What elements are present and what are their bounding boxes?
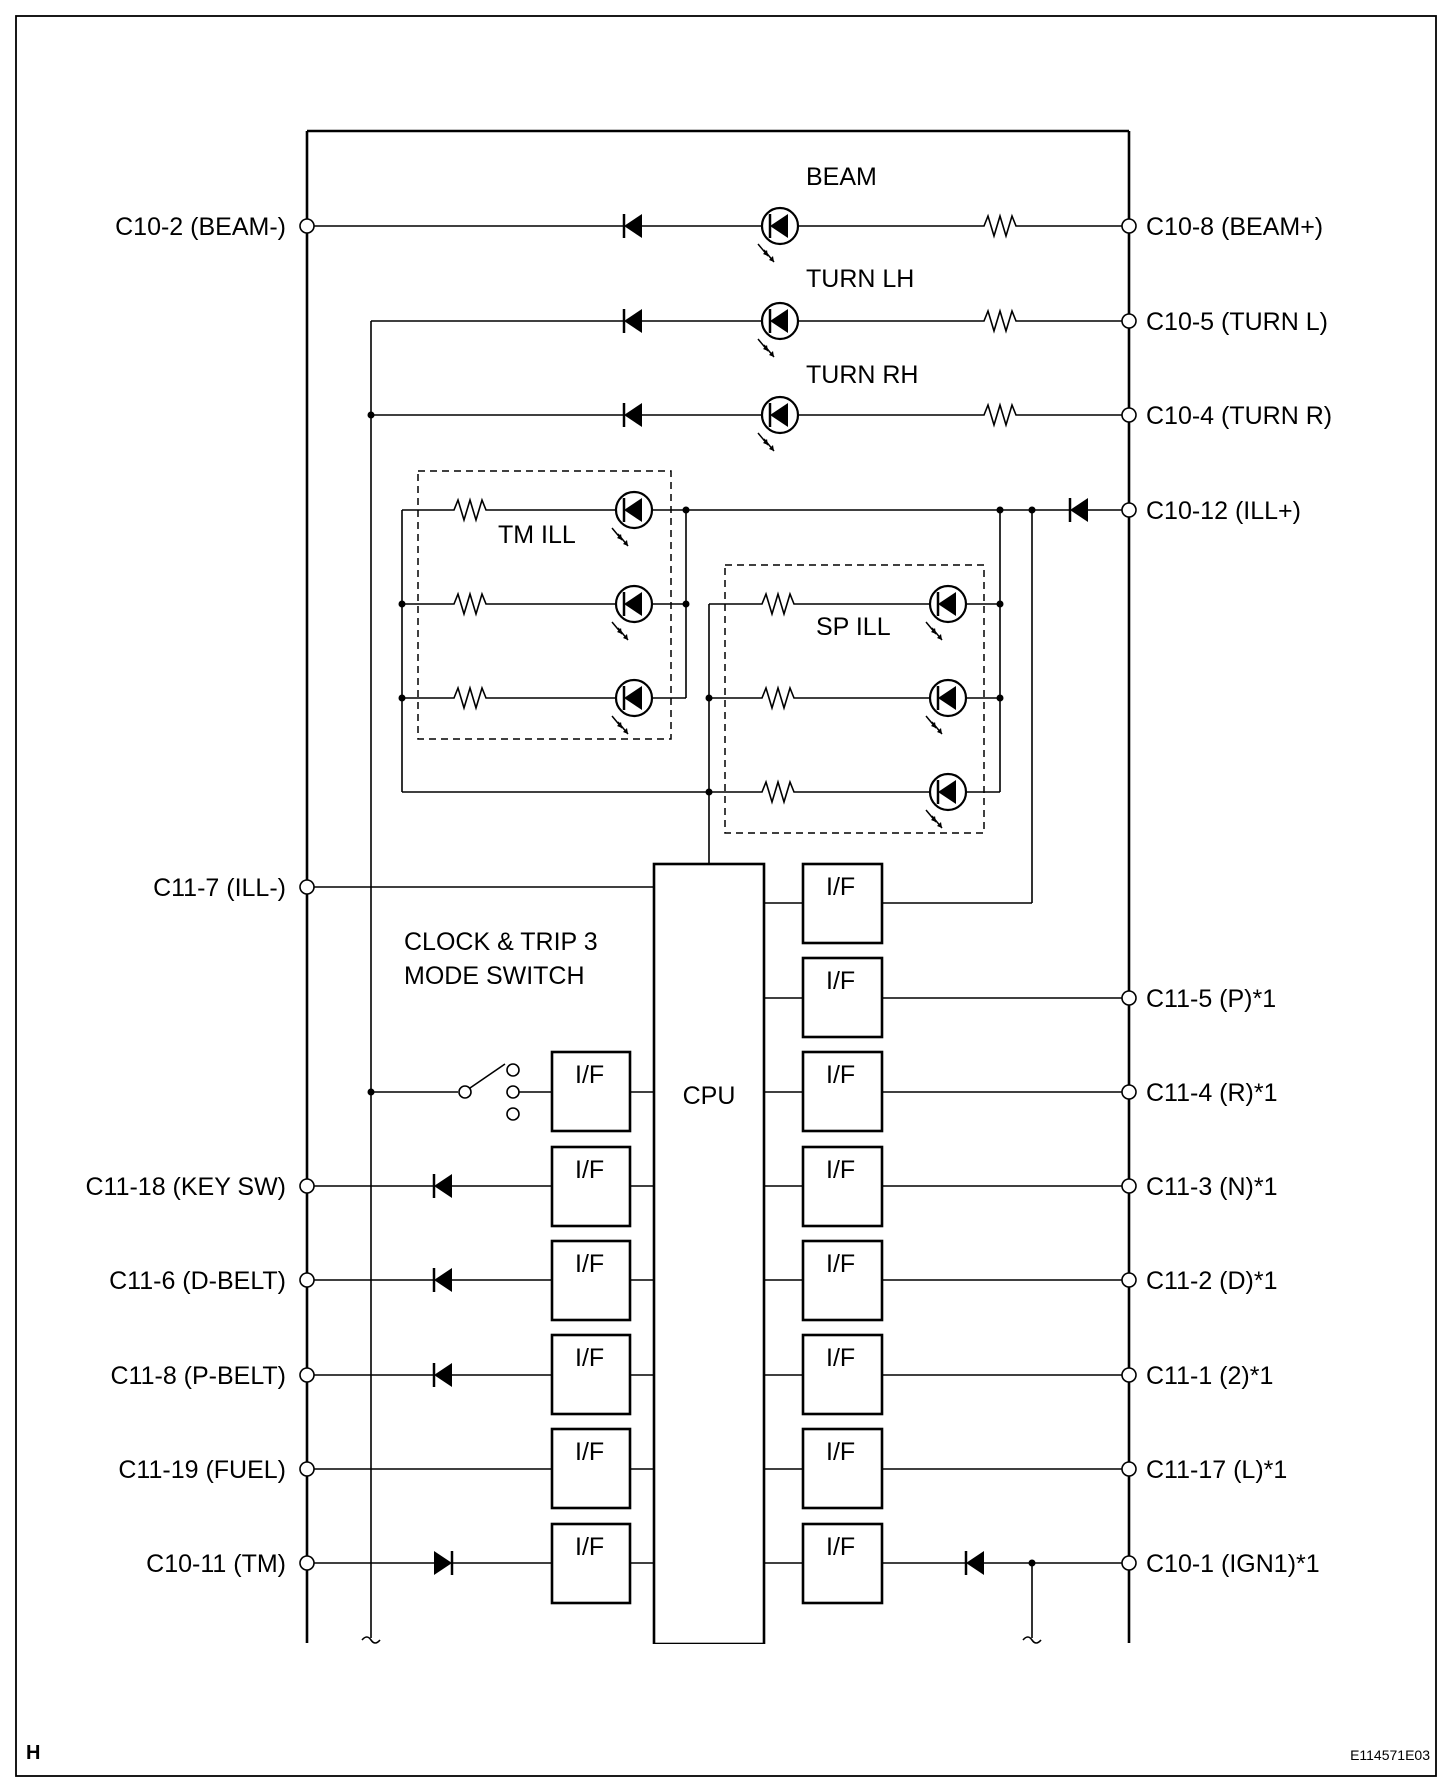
- interface-label: I/F: [575, 1344, 604, 1372]
- interface-block: [801, 1145, 884, 1228]
- break-mark-right: [1022, 1636, 1042, 1644]
- interface-label: I/F: [826, 967, 855, 995]
- terminal-label-d-belt: C11-6 (D-BELT): [109, 1267, 286, 1295]
- terminal-label-ill-neg: C11-7 (ILL-): [153, 874, 286, 902]
- figure-code: E114571E03: [1350, 1747, 1430, 1763]
- terminal-label-turn-l: C10-5 (TURN L): [1146, 308, 1328, 336]
- interface-block: [550, 1333, 632, 1416]
- interface-label: I/F: [575, 1250, 604, 1278]
- interface-label: I/F: [575, 1061, 604, 1089]
- interface-block: [550, 1427, 632, 1510]
- beam-label: BEAM: [806, 163, 877, 191]
- interface-label: I/F: [826, 1156, 855, 1184]
- terminal-label-beam-neg: C10-2 (BEAM-): [115, 213, 286, 241]
- turn-lh-indicator-circuit: [371, 301, 1129, 359]
- interface-block: [801, 1333, 884, 1416]
- terminal-label-p-belt: C11-8 (P-BELT): [110, 1362, 286, 1390]
- cpu-block: [652, 862, 766, 1646]
- switch-label-line2: MODE SWITCH: [404, 962, 585, 990]
- terminal-markers: [299, 218, 1137, 1571]
- interface-label: I/F: [826, 1061, 855, 1089]
- interface-block: [801, 862, 884, 945]
- beam-resistor-icon: [977, 215, 1023, 237]
- turn-rh-indicator-circuit: [367, 395, 1129, 453]
- sp-ill-label: SP ILL: [816, 613, 891, 641]
- beam-lamp-icon: [756, 206, 800, 264]
- interface-block: [550, 1239, 632, 1322]
- terminal-label-l: C11-17 (L)*1: [1146, 1456, 1287, 1484]
- interface-block: [801, 1050, 884, 1133]
- terminal-label-ill-pos: C10-12 (ILL+): [1146, 497, 1301, 525]
- tm-ill-lamp-3-icon: [610, 678, 654, 736]
- terminal-label-ign1: C10-1 (IGN1)*1: [1146, 1550, 1320, 1578]
- interface-label: I/F: [826, 873, 855, 901]
- interface-label: I/F: [826, 1438, 855, 1466]
- terminal-label-n: C11-3 (N)*1: [1146, 1173, 1278, 1201]
- sp-ill-lamp-3-icon: [924, 772, 968, 830]
- interface-block: [550, 1050, 632, 1133]
- interface-block: [801, 1239, 884, 1322]
- terminal-label-tm: C10-11 (TM): [146, 1550, 286, 1578]
- turn-lh-label: TURN LH: [806, 265, 914, 293]
- outer-frame: [15, 15, 1437, 1777]
- interface-block: [801, 1427, 884, 1510]
- terminal-label-r: C11-4 (R)*1: [1146, 1079, 1278, 1107]
- interface-label: I/F: [826, 1344, 855, 1372]
- break-mark-left: [361, 1636, 381, 1644]
- corner-letter: H: [26, 1742, 40, 1764]
- terminal-label-p: C11-5 (P)*1: [1146, 985, 1276, 1013]
- tm-ill-lamp-2-icon: [610, 584, 654, 642]
- terminal-label-turn-r: C10-4 (TURN R): [1146, 402, 1332, 430]
- switch-label-line1: CLOCK & TRIP 3: [404, 928, 598, 956]
- interface-label: I/F: [826, 1250, 855, 1278]
- terminal-label-key-sw: C11-18 (KEY SW): [85, 1173, 286, 1201]
- tm-ill-group-box: [417, 470, 672, 740]
- interface-label: I/F: [575, 1156, 604, 1184]
- interface-label: I/F: [575, 1533, 604, 1561]
- tm-ill-label: TM ILL: [498, 521, 576, 549]
- turn-lh-lamp-icon: [756, 301, 800, 359]
- left-interfaces: I/F I/F I/F I/F I/F I/F: [307, 1050, 654, 1605]
- sp-ill-lamp-1-icon: [924, 584, 968, 642]
- beam-indicator-circuit: [307, 206, 1129, 264]
- cpu-label: CPU: [683, 1082, 736, 1110]
- terminal-label-beam-pos: C10-8 (BEAM+): [1146, 213, 1323, 241]
- sp-ill-lamp-2-icon: [924, 678, 968, 736]
- interface-block: [801, 956, 884, 1039]
- turn-rh-lamp-icon: [756, 395, 800, 453]
- interface-label: I/F: [575, 1438, 604, 1466]
- tm-ill-lamp-1-icon: [610, 490, 654, 548]
- right-interfaces: I/F I/F I/F I/F I/F I/F I/F I/F: [764, 862, 1129, 1605]
- turn-rh-label: TURN RH: [806, 361, 919, 389]
- interface-label: I/F: [826, 1533, 855, 1561]
- illumination-network: [398, 470, 1129, 904]
- terminal-label-fuel: C11-19 (FUEL): [118, 1456, 286, 1484]
- terminal-label-2: C11-1 (2)*1: [1146, 1362, 1273, 1390]
- terminal-label-d: C11-2 (D)*1: [1146, 1267, 1278, 1295]
